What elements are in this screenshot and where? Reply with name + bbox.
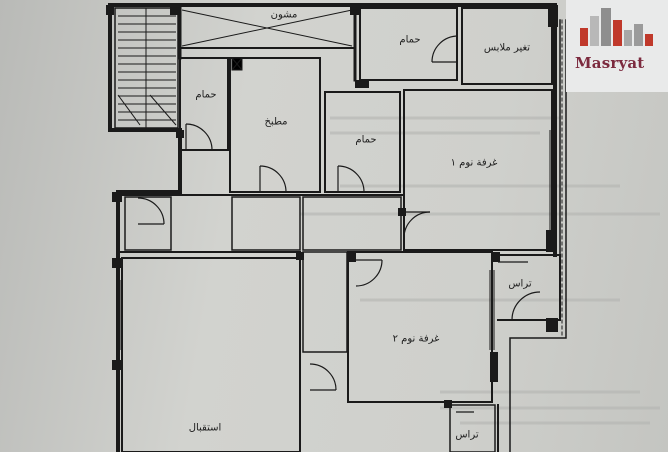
windows <box>119 130 551 350</box>
reception-label: استقبال <box>188 422 222 434</box>
staircase-treads <box>117 8 177 128</box>
bedroom-2-label: غرفة نوم ٢ <box>392 333 440 345</box>
terrace-right-label: تراس <box>508 278 532 290</box>
columns <box>106 5 558 408</box>
city-skyline-icon <box>580 8 653 46</box>
kitchen-label: مطبخ <box>264 116 288 128</box>
terrace-bottom-label: تراس <box>455 429 479 441</box>
dressing-room-label: تغير ملابس <box>483 42 531 54</box>
bath-left-label: حمام <box>195 89 217 101</box>
masryat-logo: Masryat <box>566 0 668 92</box>
bedroom-1-label: غرفة نوم ١ <box>450 157 498 169</box>
bath-mid-label: حمام <box>355 134 377 146</box>
walls <box>108 3 567 452</box>
logo-text: Masryat <box>575 54 645 72</box>
door-swings <box>137 35 541 413</box>
closet-cross <box>181 9 353 71</box>
closet-label: مشون <box>270 9 298 21</box>
bath-top-label: حمام <box>399 34 421 46</box>
